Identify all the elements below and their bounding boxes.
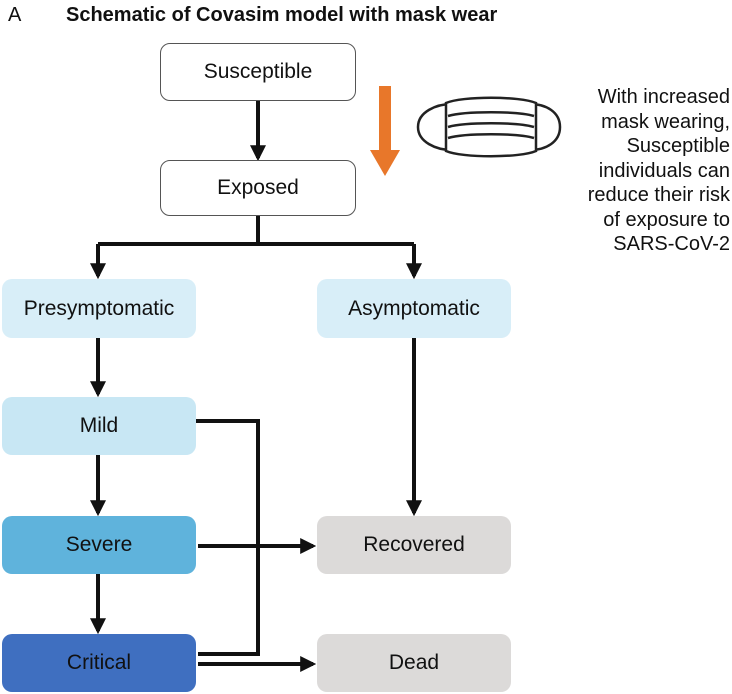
annotation-line: reduce their risk <box>587 184 730 206</box>
annotation-line: SARS-CoV-2 <box>613 233 730 255</box>
node-mild: Mild <box>2 397 196 455</box>
diagram-title: Schematic of Covasim model with mask wea… <box>66 4 498 26</box>
mask-annotation: With increased mask wearing, Susceptible… <box>560 85 730 257</box>
node-severe: Severe <box>2 516 196 574</box>
node-label: Exposed <box>217 176 299 199</box>
node-dead: Dead <box>317 634 511 692</box>
node-label: Asymptomatic <box>348 296 480 320</box>
annotation-line: of exposure to <box>603 208 730 231</box>
node-label: Critical <box>66 651 132 674</box>
node-label: Severe <box>65 533 133 556</box>
node-label: Mild <box>79 414 119 437</box>
node-asymptomatic: Asymptomatic <box>317 279 511 338</box>
node-exposed: Exposed <box>160 160 356 216</box>
node-critical: Critical <box>2 634 196 692</box>
node-label: Presymptomatic <box>23 296 175 320</box>
face-mask-icon <box>416 96 562 158</box>
annotation-line: mask wearing, <box>601 110 730 133</box>
node-label: Susceptible <box>203 60 313 83</box>
node-label: Dead <box>388 651 440 674</box>
node-recovered: Recovered <box>317 516 511 574</box>
connector-mild-loop <box>196 419 260 656</box>
annotation-line: With increased <box>597 86 730 108</box>
node-susceptible: Susceptible <box>160 43 356 101</box>
node-label: Recovered <box>363 533 465 556</box>
annotation-line: individuals can <box>598 159 730 182</box>
down-arrow-icon <box>370 86 400 176</box>
panel-letter: A <box>8 4 22 26</box>
node-presymptomatic: Presymptomatic <box>2 279 196 338</box>
annotation-line: Susceptible <box>626 135 730 157</box>
